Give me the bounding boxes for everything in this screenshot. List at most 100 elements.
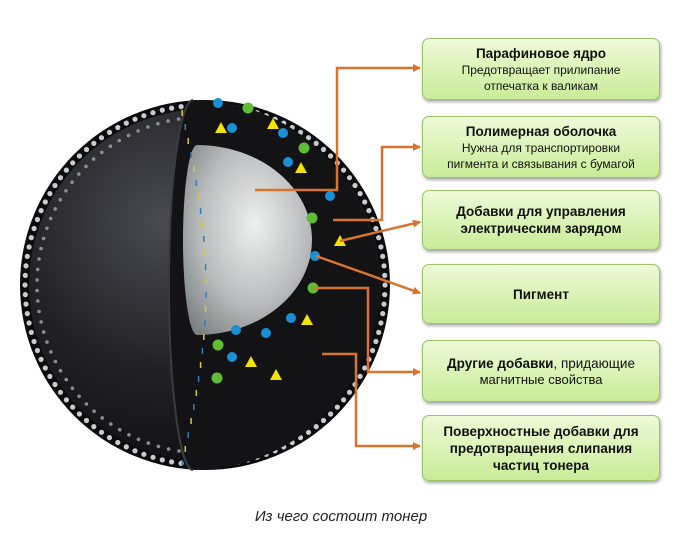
surface-dot — [381, 263, 387, 269]
pigment-particle — [227, 123, 237, 133]
surface-dot — [320, 146, 327, 153]
label-charge-additives: Добавки для управления электрическим зар… — [422, 190, 660, 250]
surface-dot — [132, 448, 138, 454]
surface-dot — [91, 157, 96, 161]
surface-dot — [126, 133, 131, 138]
surface-dot — [41, 236, 46, 241]
surface-dot — [84, 164, 88, 169]
surface-dot — [35, 267, 40, 272]
surface-dot — [77, 394, 81, 399]
surface-dot — [313, 424, 319, 430]
surface-dot — [166, 119, 170, 123]
surface-dot — [373, 338, 379, 345]
surface-dot — [77, 172, 81, 176]
surface-dot — [28, 235, 34, 241]
surface-dot — [123, 120, 129, 126]
surface-dot — [24, 253, 30, 259]
surface-dot — [83, 417, 90, 424]
surface-dot — [362, 199, 368, 205]
surface-dot — [106, 129, 113, 135]
surface-dot — [177, 449, 181, 453]
label-polymer-shell: Полимерная оболочка Нужна для транспорти… — [422, 116, 660, 178]
magnetic-particle — [211, 372, 223, 384]
surface-dot — [41, 330, 46, 334]
surface-dot — [357, 191, 363, 197]
surface-dot — [352, 182, 358, 189]
surface-dot — [109, 422, 113, 426]
surface-dot — [136, 129, 140, 133]
surface-dot — [136, 437, 141, 442]
surface-dot — [47, 191, 53, 197]
magnetic-particle — [212, 339, 224, 351]
surface-dot — [123, 444, 129, 450]
charge-particle — [267, 118, 279, 129]
surface-dot — [35, 288, 39, 293]
surface-dot — [45, 340, 49, 344]
surface-dot — [381, 301, 387, 307]
surface-dot — [127, 433, 131, 437]
label-magnetic-rest: , придающие — [553, 355, 635, 371]
surface-dot — [117, 138, 122, 143]
surface-dot — [380, 253, 386, 259]
label-magnetic-additives: Другие добавки, придающие магнитные свой… — [422, 340, 660, 402]
surface-dot — [146, 125, 150, 129]
pigment-particle — [325, 191, 335, 201]
surface-dot — [378, 244, 384, 250]
surface-dot — [176, 117, 181, 121]
surface-dot — [57, 389, 64, 395]
surface-dot — [159, 107, 165, 113]
surface-dot — [98, 135, 105, 141]
label-surface-line3: частиц тонера — [493, 457, 589, 473]
surface-dot — [26, 244, 32, 250]
connector-arrows — [255, 64, 421, 450]
pigment-particle — [261, 328, 271, 338]
surface-dot — [305, 429, 312, 435]
surface-dot — [76, 411, 82, 417]
label-paraffin-core-sub2: отпечатка к валикам — [484, 78, 598, 93]
surface-dot — [341, 167, 347, 173]
surface-dot — [34, 216, 41, 223]
surface-dot — [115, 124, 121, 131]
surface-dot — [57, 175, 64, 181]
label-surface-additives: Поверхностные добавки для предотвращения… — [422, 415, 660, 481]
charge-particle — [295, 162, 307, 173]
charge-particle — [245, 356, 257, 367]
magnetic-particle — [298, 142, 310, 154]
magnetic-particle — [242, 102, 254, 114]
surface-dot — [376, 235, 382, 241]
surface-dot — [53, 359, 58, 364]
label-pigment: Пигмент — [422, 264, 660, 324]
label-polymer-shell-title: Полимерная оболочка — [465, 123, 617, 139]
pigment-particle — [286, 313, 296, 323]
surface-dot — [91, 140, 97, 146]
cutaway-rim — [168, 99, 194, 471]
surface-dot — [70, 404, 76, 410]
surface-dot — [115, 439, 121, 446]
surface-arrow — [322, 352, 421, 450]
label-charge-line2: электрическим зарядом — [460, 221, 622, 236]
pigment-particle — [310, 251, 320, 261]
diagram-caption: Из чего состоит тонер — [254, 508, 428, 525]
surface-dot — [38, 356, 44, 362]
label-charge-line1: Добавки для управления — [456, 204, 626, 219]
surface-dot — [76, 153, 82, 159]
label-polymer-shell-sub1: Нужна для транспортировки — [461, 140, 621, 155]
surface-dot — [382, 292, 388, 298]
surface-dot — [58, 197, 63, 202]
label-magnetic-line2: магнитные свойства — [479, 371, 603, 387]
surface-dot — [22, 282, 28, 288]
surface-dot — [132, 116, 138, 122]
pigment-particle — [283, 157, 293, 167]
surface-dot — [84, 402, 89, 406]
surface-dot — [34, 347, 41, 354]
surface-dot — [346, 175, 353, 181]
surface-dot — [36, 299, 40, 303]
surface-dot — [47, 373, 53, 379]
label-magnetic-line1: Другие добавки, придающие — [447, 355, 635, 372]
surface-dot — [169, 105, 175, 111]
surface-dot — [373, 225, 379, 232]
pigment-particle — [227, 352, 237, 362]
surface-dot — [24, 311, 30, 317]
label-paraffin-core-title: Парафиновое ядро — [475, 45, 607, 61]
surface-dot — [39, 246, 43, 251]
